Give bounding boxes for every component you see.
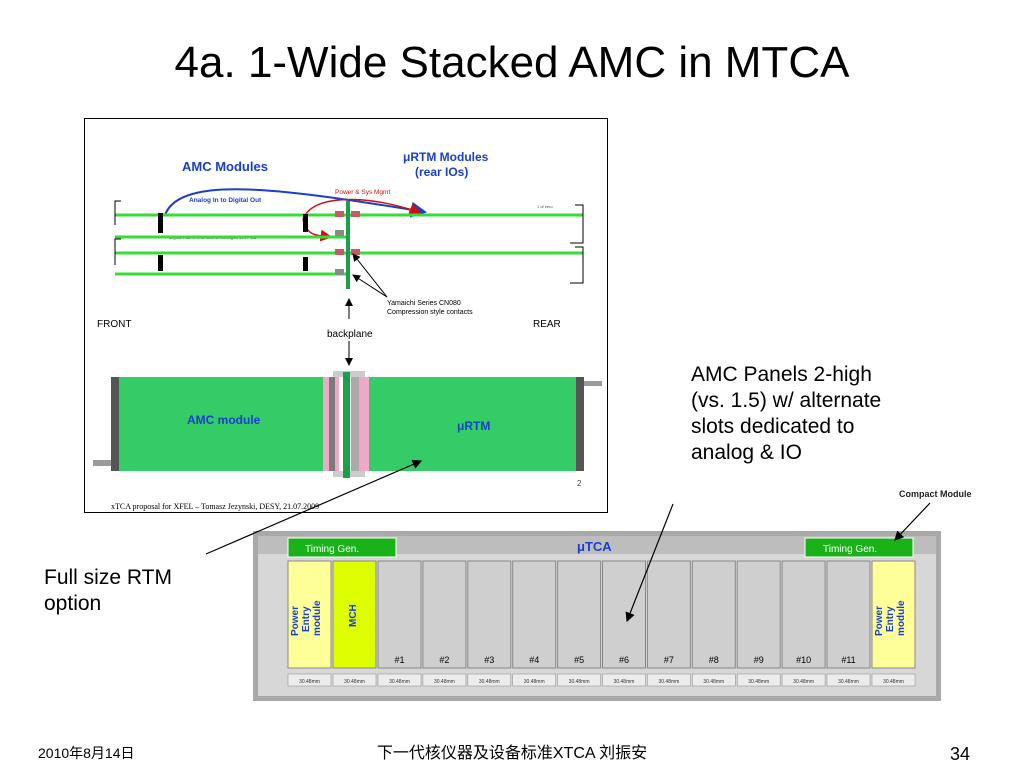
slot-width-cell xyxy=(602,673,646,687)
amc-slot xyxy=(512,560,557,669)
amc-slot-label: #6 xyxy=(619,655,629,665)
amc-slot xyxy=(781,560,826,669)
amc-slot-label: #2 xyxy=(439,655,449,665)
amc-diagram-figure: AMC Modules μRTM Modules (rear IOs) Powe… xyxy=(84,118,608,513)
footer-date: 2010年8月14日 xyxy=(38,745,135,761)
amc-slot xyxy=(646,560,691,669)
amc-slot-group: #1 #2 #3 #4 #5 #6 #7 #8 #9 #10 #11 xyxy=(377,560,871,669)
small-mark: 1 of zero xyxy=(537,204,553,209)
pem-left-word2: Entry xyxy=(301,606,312,632)
slot-width-cell xyxy=(557,673,601,687)
amc-slot-label: #8 xyxy=(709,655,719,665)
slot-width-label: 30.48mm xyxy=(479,679,500,685)
slot-width-cell xyxy=(332,673,377,687)
slot-width-cell xyxy=(826,673,871,687)
slot-width-label: 30.48mm xyxy=(614,679,635,685)
mch-slot xyxy=(332,560,377,669)
slide-title: 4a. 1-Wide Stacked AMC in MTCA xyxy=(174,38,850,87)
slot-width-label: 30.48mm xyxy=(344,679,365,685)
slot-width-label: 30.48mm xyxy=(748,679,769,685)
slot-width-cell xyxy=(647,673,691,687)
slot-width-cell xyxy=(467,673,512,687)
urtm-modules-sublabel: (rear IOs) xyxy=(415,165,468,179)
amc-slot-label: #11 xyxy=(841,655,855,665)
amc-slot-label: #3 xyxy=(484,655,494,665)
amc-slot-label: #1 xyxy=(394,655,404,665)
pem-right-word1: Power xyxy=(874,606,885,636)
analog-digital-label: Analog In to Digital Out xyxy=(189,197,262,204)
figure-caption: xTCA proposal for XFEL – Tomasz Jezynski… xyxy=(111,502,319,511)
slot-width-label: 30.48mm xyxy=(838,679,859,685)
timing-gen-right xyxy=(804,537,914,558)
slot-width-label: 30.48mm xyxy=(793,679,814,685)
amc-slot xyxy=(557,560,602,669)
pem-right xyxy=(871,560,916,669)
amc-slot xyxy=(377,560,422,669)
page-number: 34 xyxy=(950,744,971,764)
connector-label: Yamaichi Series CN080 xyxy=(387,300,461,307)
slot-width-label: 30.48mm xyxy=(389,679,410,685)
front-label: FRONT xyxy=(97,319,131,330)
amc-slot xyxy=(602,560,646,669)
slot-width-label: 30.48mm xyxy=(658,679,679,685)
pem-left-label: PowerEntrymodule xyxy=(290,600,323,636)
amc-module-label: AMC module xyxy=(187,413,261,427)
urtm-modules-label: μRTM Modules xyxy=(403,150,489,164)
power-sys-label: Power & Sys Mgmt xyxy=(335,189,390,196)
utca-chassis-figure: μTCA Timing Gen. Timing Gen. PowerEntrym… xyxy=(253,531,941,701)
amc-slot xyxy=(826,560,871,669)
amc-slot-label: #5 xyxy=(574,655,584,665)
slot-width-cell xyxy=(422,673,467,687)
amc-panels-callout: AMC Panels 2-high (vs. 1.5) w/ alternate… xyxy=(691,363,882,464)
amc-slot xyxy=(736,560,781,669)
slot-width-cell xyxy=(287,673,332,687)
rtm-option-callout: Full size RTM option xyxy=(44,566,172,615)
connector-sublabel: Compression style contacts xyxy=(387,309,473,316)
pem-left-word3: module xyxy=(312,600,323,636)
slot-width-cell xyxy=(512,673,556,687)
slot-width-label: 30.48mm xyxy=(569,679,590,685)
footer-title: 下一代核仪器及设备标准XTCA 刘振安 xyxy=(376,745,648,762)
slot-width-cell xyxy=(692,673,736,687)
amc-slot xyxy=(467,560,512,669)
pem-left xyxy=(287,560,332,669)
slot-width-label: 30.48mm xyxy=(703,679,724,685)
slot-width-label: 30.48mm xyxy=(524,679,545,685)
amc-slot-label: #7 xyxy=(664,655,674,665)
slot-width-cell xyxy=(377,673,422,687)
chassis-title: μTCA xyxy=(577,539,612,554)
amc-slot-label: #4 xyxy=(529,655,539,665)
amc-slot-label: #9 xyxy=(754,655,764,665)
slot-width-label: 30.48mm xyxy=(883,679,904,685)
slot-width-cell xyxy=(871,673,916,687)
urtm-label: μRTM xyxy=(457,419,490,433)
pem-right-word3: module xyxy=(896,600,907,636)
timing-gen-left-label: Timing Gen. xyxy=(305,544,359,555)
amc-slot xyxy=(422,560,467,669)
slot-width-cell xyxy=(736,673,781,687)
backplane-label: backplane xyxy=(327,329,373,340)
amc-modules-label: AMC Modules xyxy=(182,159,268,174)
mch-label: MCH xyxy=(348,604,359,627)
rear-label: REAR xyxy=(533,319,561,330)
amc-slot xyxy=(691,560,736,669)
slot-width-cell xyxy=(781,673,826,687)
pem-right-label: PowerEntrymodule xyxy=(874,600,907,636)
pem-right-word2: Entry xyxy=(885,606,896,632)
amc-slot-label: #10 xyxy=(796,655,811,665)
pem-left-word1: Power xyxy=(290,606,301,636)
compact-module-label: Compact Module xyxy=(899,489,972,499)
slot-width-label: 30.48mm xyxy=(434,679,455,685)
slot-width-label: 30.48mm xyxy=(299,679,320,685)
slot-width-row: 30.48mm 30.48mm 30.48mm 30.48mm 30.48mm 30.48… xyxy=(287,673,916,687)
timing-gen-right-label: Timing Gen. xyxy=(823,544,877,555)
corner-mark: 2 xyxy=(577,479,582,488)
